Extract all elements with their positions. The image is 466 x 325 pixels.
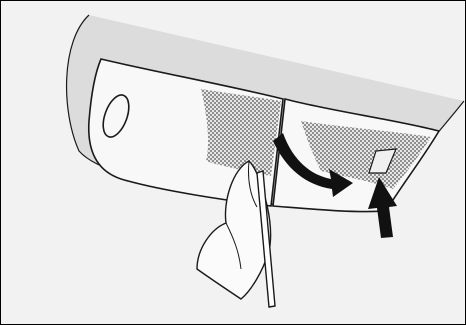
lens-hatch-left	[201, 89, 281, 176]
